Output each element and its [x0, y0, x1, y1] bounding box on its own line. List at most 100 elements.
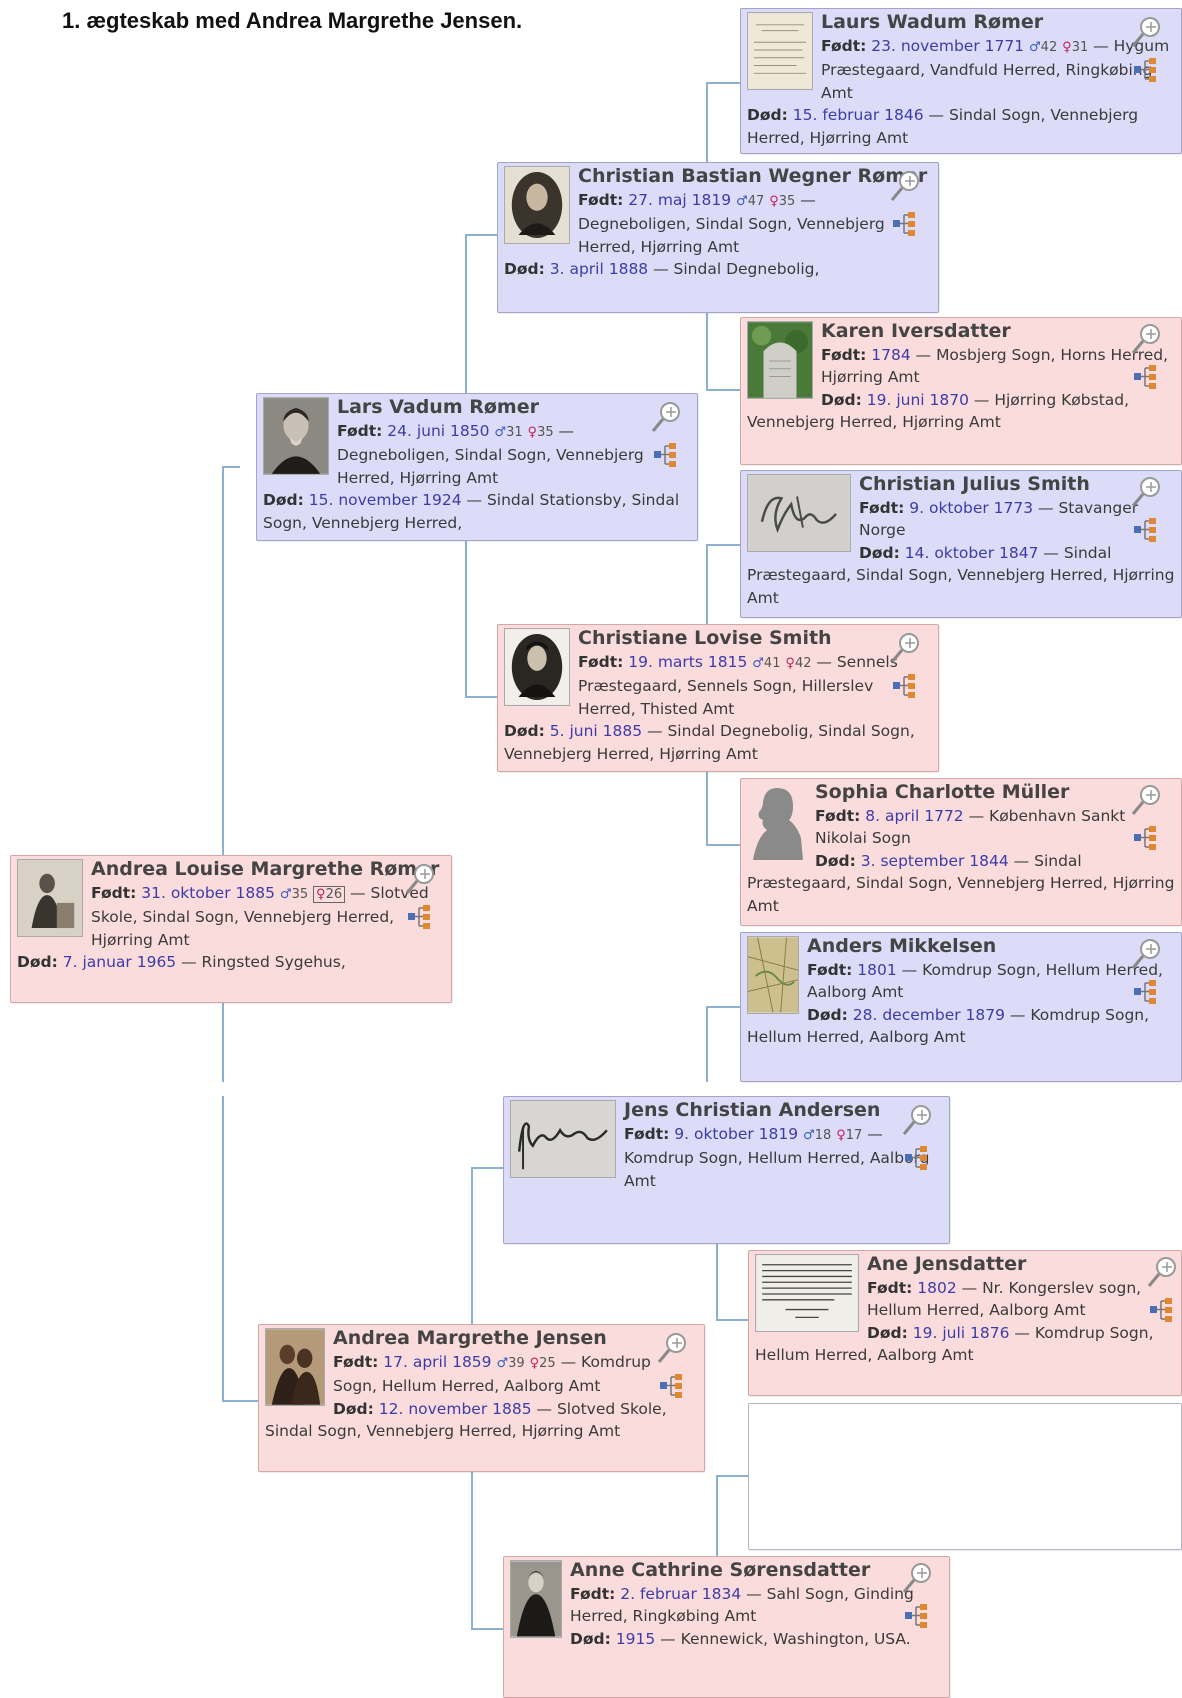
birth-date[interactable]: 17. april 1859 — [383, 1352, 492, 1371]
person-card-anne-cathrine-sorensdatter[interactable]: Anne Cathrine Sørensdatter Født: 2. febr… — [503, 1556, 950, 1698]
death-date[interactable]: 12. november 1885 — [378, 1399, 532, 1418]
zoom-magnifier-icon[interactable] — [1145, 1255, 1179, 1289]
family-tree-icon[interactable] — [1133, 57, 1161, 83]
death-date[interactable]: 15. februar 1846 — [792, 106, 924, 124]
death-date[interactable]: 15. november 1924 — [308, 491, 462, 509]
newspaper-photo[interactable] — [755, 1254, 859, 1332]
death-date[interactable]: 19. juni 1870 — [866, 390, 969, 409]
empty-ancestor-slot[interactable] — [748, 1403, 1182, 1550]
person-name[interactable]: Jens Christian Andersen — [624, 1099, 881, 1121]
death-date[interactable]: 28. december 1879 — [852, 1005, 1005, 1024]
portrait-oval-photo[interactable] — [504, 628, 570, 706]
death-place: Sindal Præstegaard, Sindal Sogn, Vennebj… — [747, 851, 1175, 915]
person-card-andrea-margrethe-jensen[interactable]: Andrea Margrethe Jensen Født: 17. april … — [258, 1324, 705, 1472]
portrait-photo[interactable] — [510, 1560, 562, 1638]
death-date[interactable]: 14. oktober 1847 — [904, 543, 1039, 562]
portrait-photo[interactable] — [17, 859, 83, 937]
birth-date[interactable]: 1802 — [917, 1278, 957, 1297]
person-card-christian-bastian-wegner-romer[interactable]: Christian Bastian Wegner Rømer Født: 27.… — [497, 162, 939, 313]
person-name[interactable]: Anders Mikkelsen — [807, 935, 997, 957]
death-date[interactable]: 5. juni 1885 — [549, 722, 643, 740]
person-name[interactable]: Laurs Wadum Rømer — [821, 11, 1044, 33]
zoom-magnifier-icon[interactable] — [1129, 475, 1163, 509]
family-tree-icon[interactable] — [1133, 825, 1161, 851]
person-card-christian-julius-smith[interactable]: Christian Julius Smith Født: 9. oktober … — [740, 470, 1182, 618]
person-card-jens-christian-andersen[interactable]: Jens Christian Andersen Født: 9. oktober… — [503, 1096, 950, 1244]
family-tree-icon[interactable] — [904, 1603, 932, 1629]
birth-date[interactable]: 23. november 1771 — [871, 36, 1025, 55]
portrait-photo[interactable] — [263, 397, 329, 475]
zoom-magnifier-icon[interactable] — [1129, 322, 1163, 356]
family-tree-icon[interactable] — [653, 442, 681, 468]
portrait-photo[interactable] — [265, 1328, 325, 1406]
person-name[interactable]: Christian Julius Smith — [859, 473, 1090, 495]
person-card-anders-mikkelsen[interactable]: Anders Mikkelsen Født: 1801 — Komdrup So… — [740, 932, 1182, 1082]
person-name[interactable]: Sophia Charlotte Müller — [815, 781, 1070, 803]
died-label: Død: — [815, 851, 856, 870]
person-card-sophia-charlotte-muller[interactable]: Sophia Charlotte Müller Født: 8. april 1… — [740, 778, 1182, 926]
death-date[interactable]: 19. juli 1876 — [912, 1323, 1010, 1342]
birth-date[interactable]: 1784 — [871, 345, 911, 364]
zoom-magnifier-icon[interactable] — [403, 862, 437, 896]
family-tree-icon[interactable] — [1149, 1297, 1177, 1323]
birth-place: Komdrup Sogn, Hellum Herred, Aalborg Amt — [807, 960, 1163, 1002]
person-card-karen-iversdatter[interactable]: Karen Iversdatter Født: 1784 — Mosbjerg … — [740, 317, 1182, 465]
family-tree-icon[interactable] — [659, 1373, 687, 1399]
birth-date[interactable]: 2. februar 1834 — [620, 1584, 742, 1603]
birth-date[interactable]: 27. maj 1819 — [628, 190, 732, 209]
person-name[interactable]: Christian Bastian Wegner Rømer — [578, 165, 928, 187]
zoom-magnifier-icon[interactable] — [888, 169, 922, 203]
zoom-magnifier-icon[interactable] — [1129, 783, 1163, 817]
family-tree-icon[interactable] — [1133, 517, 1161, 543]
born-label: Født: — [807, 960, 853, 979]
zoom-magnifier-icon[interactable] — [900, 1103, 934, 1137]
person-name[interactable]: Anne Cathrine Sørensdatter — [570, 1559, 871, 1581]
person-card-christiane-lovise-smith[interactable]: Christiane Lovise Smith Født: 19. marts … — [497, 624, 939, 772]
death-place: Slotved Skole, Sindal Sogn, Vennebjerg H… — [265, 1399, 667, 1441]
zoom-magnifier-icon[interactable] — [888, 631, 922, 665]
person-name[interactable]: Christiane Lovise Smith — [578, 627, 832, 649]
zoom-magnifier-icon[interactable] — [649, 400, 683, 434]
signature-photo[interactable] — [510, 1100, 616, 1178]
birth-date[interactable]: 9. oktober 1773 — [909, 498, 1034, 517]
family-tree-icon[interactable] — [892, 673, 920, 699]
person-card-andrea-louise-margrethe-romer[interactable]: Andrea Louise Margrethe Rømer Født: 31. … — [10, 855, 452, 1003]
portrait-oval-photo[interactable] — [504, 166, 570, 244]
zoom-magnifier-icon[interactable] — [900, 1561, 934, 1595]
birth-date[interactable]: 9. oktober 1819 — [674, 1124, 799, 1143]
map-photo[interactable] — [747, 936, 799, 1014]
death-date[interactable]: 3. september 1844 — [860, 851, 1009, 870]
zoom-magnifier-icon[interactable] — [655, 1331, 689, 1365]
born-label: Født: — [578, 190, 624, 209]
birth-place: Stavanger Norge — [859, 498, 1139, 540]
birth-date[interactable]: 8. april 1772 — [865, 806, 964, 825]
death-place: Komdrup Sogn, Hellum Herred, Aalborg Amt — [755, 1323, 1154, 1365]
death-date[interactable]: 3. april 1888 — [549, 260, 649, 278]
document-photo[interactable] — [747, 12, 813, 90]
person-card-ane-jensdatter[interactable]: Ane Jensdatter Født: 1802 — Nr. Kongersl… — [748, 1250, 1182, 1396]
birth-date[interactable]: 31. oktober 1885 — [141, 883, 275, 902]
person-name[interactable]: Ane Jensdatter — [867, 1253, 1027, 1275]
birth-date[interactable]: 24. juni 1850 — [387, 421, 490, 440]
zoom-magnifier-icon[interactable] — [1129, 937, 1163, 971]
female-silhouette-icon[interactable] — [747, 782, 807, 860]
gravestone-photo[interactable] — [747, 321, 813, 399]
family-tree-icon[interactable] — [407, 904, 435, 930]
family-tree-icon[interactable] — [1133, 979, 1161, 1005]
family-tree-icon[interactable] — [904, 1145, 932, 1171]
zoom-magnifier-icon[interactable] — [1129, 15, 1163, 49]
person-name[interactable]: Lars Vadum Rømer — [337, 396, 539, 418]
person-name[interactable]: Andrea Margrethe Jensen — [333, 1327, 607, 1349]
family-tree-icon[interactable] — [1133, 364, 1161, 390]
person-name[interactable]: Karen Iversdatter — [821, 320, 1011, 342]
death-date[interactable]: 1915 — [615, 1629, 656, 1648]
death-date[interactable]: 7. januar 1965 — [62, 953, 177, 971]
birth-date[interactable]: 19. marts 1815 — [628, 652, 748, 671]
signature-photo[interactable] — [747, 474, 851, 552]
person-card-lars-vadum-romer[interactable]: Lars Vadum Rømer Født: 24. juni 1850 ♂31… — [256, 393, 698, 541]
person-name[interactable]: Andrea Louise Margrethe Rømer — [91, 858, 440, 880]
person-card-laurs-wadum-romer[interactable]: Laurs Wadum Rømer Født: 23. november 177… — [740, 8, 1182, 154]
birth-date[interactable]: 1801 — [857, 960, 897, 979]
family-tree-icon[interactable] — [892, 211, 920, 237]
birth-place: Sahl Sogn, Ginding Herred, Ringkøbing Am… — [570, 1584, 914, 1626]
